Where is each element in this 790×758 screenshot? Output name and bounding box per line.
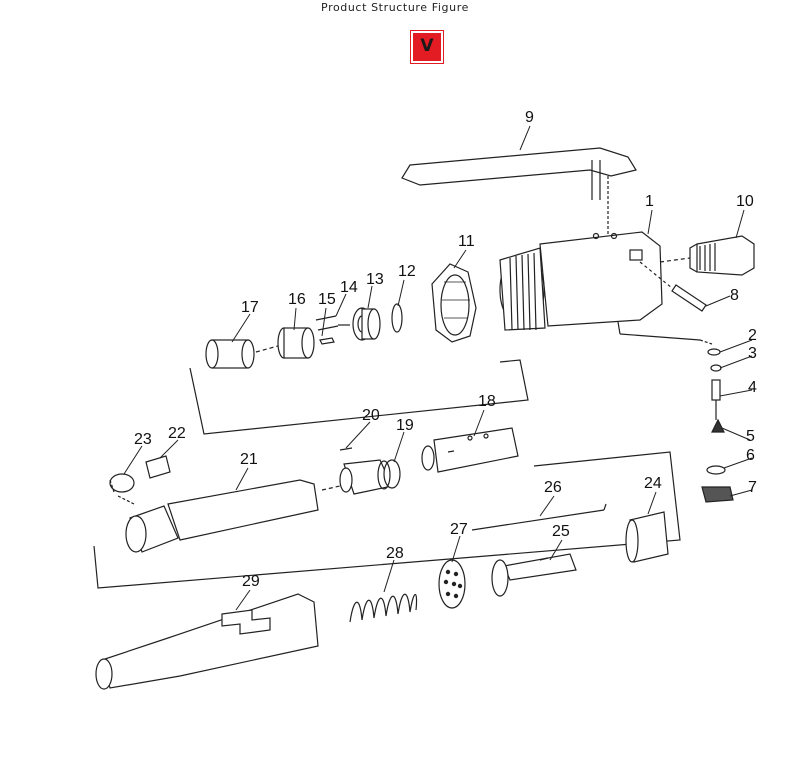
part-21-barrel bbox=[125, 479, 341, 553]
label-part-2: 2 bbox=[748, 327, 757, 344]
label-part-8: 8 bbox=[730, 287, 739, 304]
label-part-15: 15 bbox=[318, 291, 336, 308]
label-part-12: 12 bbox=[398, 263, 416, 280]
label-part-24: 24 bbox=[644, 475, 662, 492]
part-number-labels: 1 2 3 4 5 6 7 8 9 10 11 12 13 14 15 16 1… bbox=[134, 109, 757, 590]
label-part-10: 10 bbox=[736, 193, 754, 210]
part-8-pin bbox=[639, 261, 707, 312]
label-part-28: 28 bbox=[386, 545, 404, 562]
part-28-spring bbox=[349, 593, 418, 623]
label-part-13: 13 bbox=[366, 271, 384, 288]
bracket-frame-upper bbox=[189, 359, 529, 435]
figure-title: Product Structure Figure bbox=[321, 1, 469, 14]
label-part-20: 20 bbox=[362, 407, 380, 424]
part-9-lever bbox=[401, 147, 637, 242]
part-4-stem bbox=[711, 379, 721, 401]
part-17-bushing bbox=[205, 339, 255, 369]
parts-14-15-16 bbox=[277, 315, 339, 359]
part-29-nozzle bbox=[95, 593, 319, 690]
part-10-fitting bbox=[659, 235, 755, 276]
leader-lines bbox=[123, 125, 753, 611]
label-part-19: 19 bbox=[396, 417, 414, 434]
part-24-sleeve bbox=[625, 511, 669, 563]
label-part-16: 16 bbox=[288, 291, 306, 308]
part-7-cap bbox=[701, 486, 734, 503]
label-part-18: 18 bbox=[478, 393, 496, 410]
badge-glyph: V bbox=[420, 36, 434, 56]
part-25-plunger bbox=[491, 553, 577, 597]
label-part-17: 17 bbox=[241, 299, 259, 316]
label-part-29: 29 bbox=[242, 573, 260, 590]
parts-19-20-spool bbox=[339, 447, 401, 495]
label-part-21: 21 bbox=[240, 451, 258, 468]
label-part-9: 9 bbox=[525, 109, 534, 126]
parts-22-23-clips bbox=[109, 455, 171, 505]
label-part-4: 4 bbox=[748, 379, 757, 396]
label-part-6: 6 bbox=[746, 447, 755, 464]
parts-12-13-rings bbox=[338, 303, 403, 341]
part-27-disc bbox=[438, 559, 466, 609]
label-part-5: 5 bbox=[746, 428, 755, 445]
label-part-7: 7 bbox=[748, 479, 757, 496]
label-part-22: 22 bbox=[168, 425, 186, 442]
label-part-3: 3 bbox=[748, 345, 757, 362]
label-part-14: 14 bbox=[340, 279, 358, 296]
part-18-body bbox=[421, 427, 519, 473]
part-1-housing bbox=[499, 231, 713, 345]
bracket-frame-middle bbox=[93, 451, 681, 589]
label-part-11: 11 bbox=[458, 233, 475, 250]
part-6-seal bbox=[706, 465, 726, 475]
label-part-23: 23 bbox=[134, 431, 152, 448]
label-part-1: 1 bbox=[645, 193, 654, 210]
label-part-26: 26 bbox=[544, 479, 562, 496]
part-5-cone bbox=[711, 418, 725, 433]
part-11-nut bbox=[431, 263, 477, 343]
part-26-needle bbox=[471, 503, 607, 531]
label-part-25: 25 bbox=[552, 523, 570, 540]
label-part-27: 27 bbox=[450, 521, 468, 538]
part-3-washer bbox=[710, 364, 722, 372]
figure-badge: V bbox=[410, 30, 444, 64]
valve-stack bbox=[701, 348, 734, 503]
part-2-oring bbox=[707, 348, 721, 356]
